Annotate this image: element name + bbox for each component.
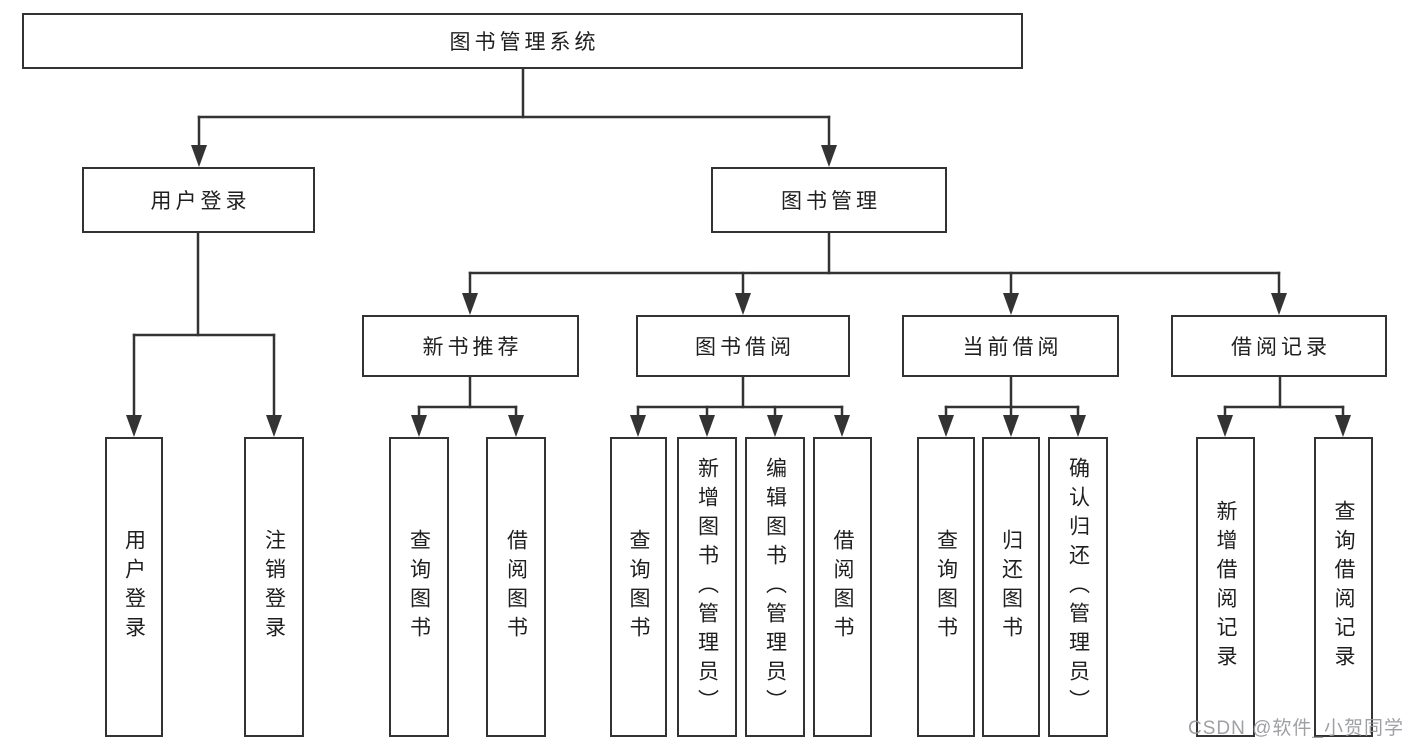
node-label-leaf-add-books: 新增图书（管理员） xyxy=(695,456,719,718)
node-label-leaf-query-record: 查询借阅记录 xyxy=(1332,500,1355,674)
node-label-leaf-query-books-3: 查询图书 xyxy=(934,529,958,645)
node-label-book-management: 图书管理 xyxy=(781,190,881,213)
node-label-book-borrowing: 图书借阅 xyxy=(695,336,795,359)
node-label-leaf-borrow-books-1: 借阅图书 xyxy=(504,529,528,645)
node-label-leaf-query-books-1: 查询图书 xyxy=(407,529,431,645)
node-leaf-user-login: 用户登录 xyxy=(105,437,163,737)
node-leaf-borrow-books-2: 借阅图书 xyxy=(813,437,872,737)
node-borrowing-records: 借阅记录 xyxy=(1171,315,1387,377)
node-label-leaf-user-login: 用户登录 xyxy=(122,529,146,645)
node-new-book-recommend: 新书推荐 xyxy=(362,315,579,377)
node-leaf-query-books-1: 查询图书 xyxy=(389,437,449,737)
node-leaf-return-books: 归还图书 xyxy=(982,437,1040,737)
node-leaf-add-record: 新增借阅记录 xyxy=(1196,437,1255,737)
node-book-management: 图书管理 xyxy=(711,167,947,233)
node-label-leaf-return-books: 归还图书 xyxy=(999,529,1023,645)
node-label-current-borrowing: 当前借阅 xyxy=(962,336,1063,359)
node-leaf-add-books: 新增图书（管理员） xyxy=(677,437,737,737)
node-leaf-borrow-books-1: 借阅图书 xyxy=(486,437,546,737)
node-user-login: 用户登录 xyxy=(82,167,315,233)
node-label-new-book-recommend: 新书推荐 xyxy=(422,336,523,359)
node-root: 图书管理系统 xyxy=(22,13,1023,69)
node-label-leaf-confirm-return: 确认归还（管理员） xyxy=(1066,456,1090,718)
node-leaf-logout: 注销登录 xyxy=(244,437,304,737)
node-label-leaf-borrow-books-2: 借阅图书 xyxy=(831,529,854,645)
node-label-root: 图书管理系统 xyxy=(449,31,600,54)
node-label-leaf-edit-books: 编辑图书（管理员） xyxy=(763,456,787,718)
node-leaf-query-books-3: 查询图书 xyxy=(917,437,975,737)
watermark-text: CSDN @软件_小贺同学 xyxy=(1188,718,1404,739)
node-leaf-query-record: 查询借阅记录 xyxy=(1314,437,1373,737)
node-label-leaf-add-record: 新增借阅记录 xyxy=(1214,500,1237,674)
node-leaf-confirm-return: 确认归还（管理员） xyxy=(1048,437,1108,737)
node-book-borrowing: 图书借阅 xyxy=(636,315,850,377)
node-label-user-login: 用户登录 xyxy=(150,190,251,213)
node-label-leaf-logout: 注销登录 xyxy=(262,529,286,645)
node-current-borrowing: 当前借阅 xyxy=(902,315,1119,377)
node-leaf-edit-books: 编辑图书（管理员） xyxy=(745,437,805,737)
node-label-leaf-query-books-2: 查询图书 xyxy=(627,529,650,645)
node-label-borrowing-records: 借阅记录 xyxy=(1231,336,1331,359)
node-leaf-query-books-2: 查询图书 xyxy=(610,437,667,737)
